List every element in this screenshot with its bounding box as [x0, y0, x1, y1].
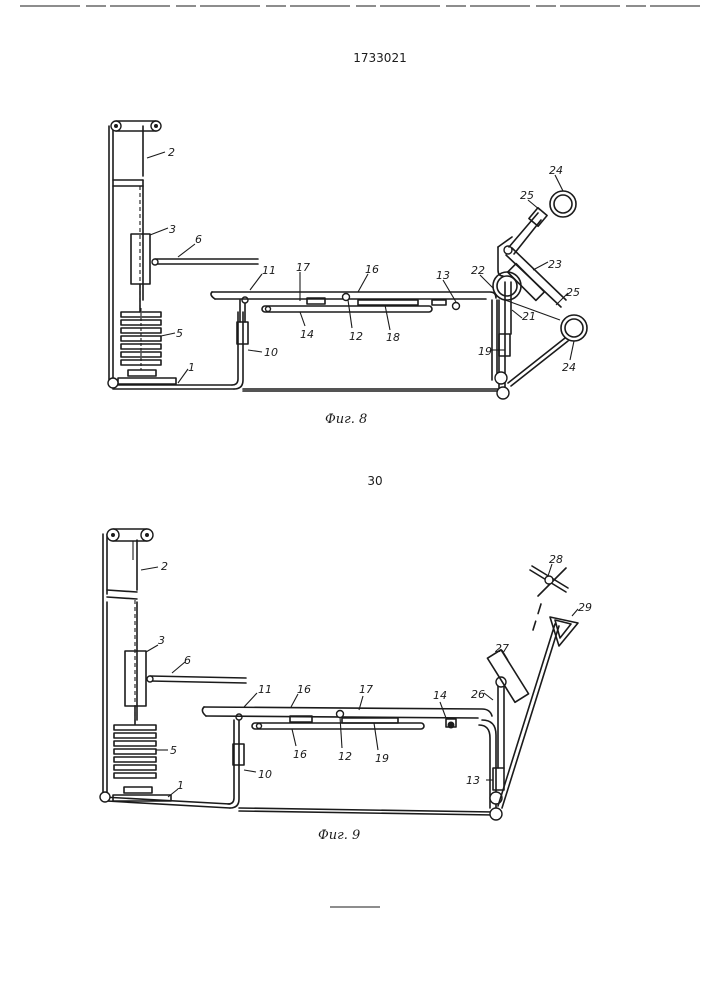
frame-column — [109, 121, 161, 385]
label-19: 18 — [386, 331, 400, 344]
base-frame — [108, 312, 498, 391]
label-14: 13 — [436, 269, 450, 282]
label-1-fig9: 1 — [177, 779, 184, 792]
scan-edge-lines — [20, 6, 700, 907]
label-25-upper: 25 — [520, 189, 534, 202]
label-5-fig9: 5 — [170, 744, 177, 757]
label-12-fig9: 12 — [338, 750, 352, 763]
under-rail-9 — [252, 723, 424, 729]
patent-number: 1733021 — [353, 51, 406, 65]
label-12: 12 — [349, 330, 363, 343]
figure-9: 2 3 6 5 1 10 11 16 16 12 17 19 14 26 27 … — [100, 529, 592, 843]
weight-stack-9 — [114, 725, 156, 793]
label-3-fig9: 3 — [158, 634, 165, 647]
label-29-fig9: 29 — [578, 601, 592, 614]
label-11: 11 — [262, 264, 276, 277]
label-19-fig9: 19 — [375, 752, 389, 765]
part-labels-fig8: 2 3 6 5 1 10 11 17 14 12 16 18 13 22 19 … — [168, 146, 580, 374]
figure-8: 2 3 6 5 1 10 11 17 14 12 16 18 13 22 19 … — [108, 121, 587, 427]
pulley-22 — [493, 272, 521, 300]
bench — [211, 292, 496, 310]
label-13-fig9: 13 — [466, 774, 480, 787]
label-6: 6 — [195, 233, 202, 246]
label-17: 16 — [365, 263, 379, 276]
label-2: 2 — [168, 146, 175, 159]
label-6-fig9: 6 — [184, 654, 191, 667]
page-number: 30 — [367, 474, 382, 488]
label-18: 17 — [296, 261, 310, 274]
label-16-upper-fig9: 16 — [297, 683, 311, 696]
label-1: 1 — [188, 361, 195, 374]
base-frame-9 — [100, 720, 494, 815]
label-3: 3 — [169, 223, 176, 236]
label-25-lower: 25 — [566, 286, 580, 299]
label-22: 22 — [471, 264, 485, 277]
label-10-fig9: 10 — [258, 768, 272, 781]
label-26-fig9: 26 — [471, 688, 485, 701]
handle-rod — [152, 259, 258, 265]
part-labels-fig9: 2 3 6 5 1 10 11 16 16 12 17 19 14 26 27 … — [158, 553, 592, 792]
handle-rod-9 — [147, 676, 246, 683]
label-24-upper: 24 — [549, 164, 563, 177]
bench-9 — [202, 707, 492, 728]
label-27-fig9: 27 — [495, 642, 509, 655]
pad-27 — [487, 650, 528, 703]
label-17-fig9: 17 — [359, 683, 373, 696]
figure-9-caption: Фиг. 9 — [318, 828, 360, 843]
label-14-fig9: 14 — [433, 689, 447, 702]
label-5: 5 — [176, 327, 183, 340]
label-21: 21 — [522, 310, 536, 323]
label-16-lower-fig9: 16 — [293, 748, 307, 761]
label-10: 10 — [264, 346, 278, 359]
label-28-fig9: 28 — [549, 553, 563, 566]
figure-8-caption: Фиг. 8 — [325, 412, 367, 427]
weight-stack — [121, 308, 161, 376]
label-2-fig9: 2 — [161, 560, 168, 573]
label-23: 23 — [548, 258, 562, 271]
grip-lower — [508, 315, 587, 386]
label-13: 19 — [478, 345, 492, 358]
label-11-fig9: 11 — [258, 683, 272, 696]
label-24-lower: 24 — [562, 361, 576, 374]
label-16: 14 — [300, 328, 314, 341]
under-rail — [262, 306, 432, 312]
